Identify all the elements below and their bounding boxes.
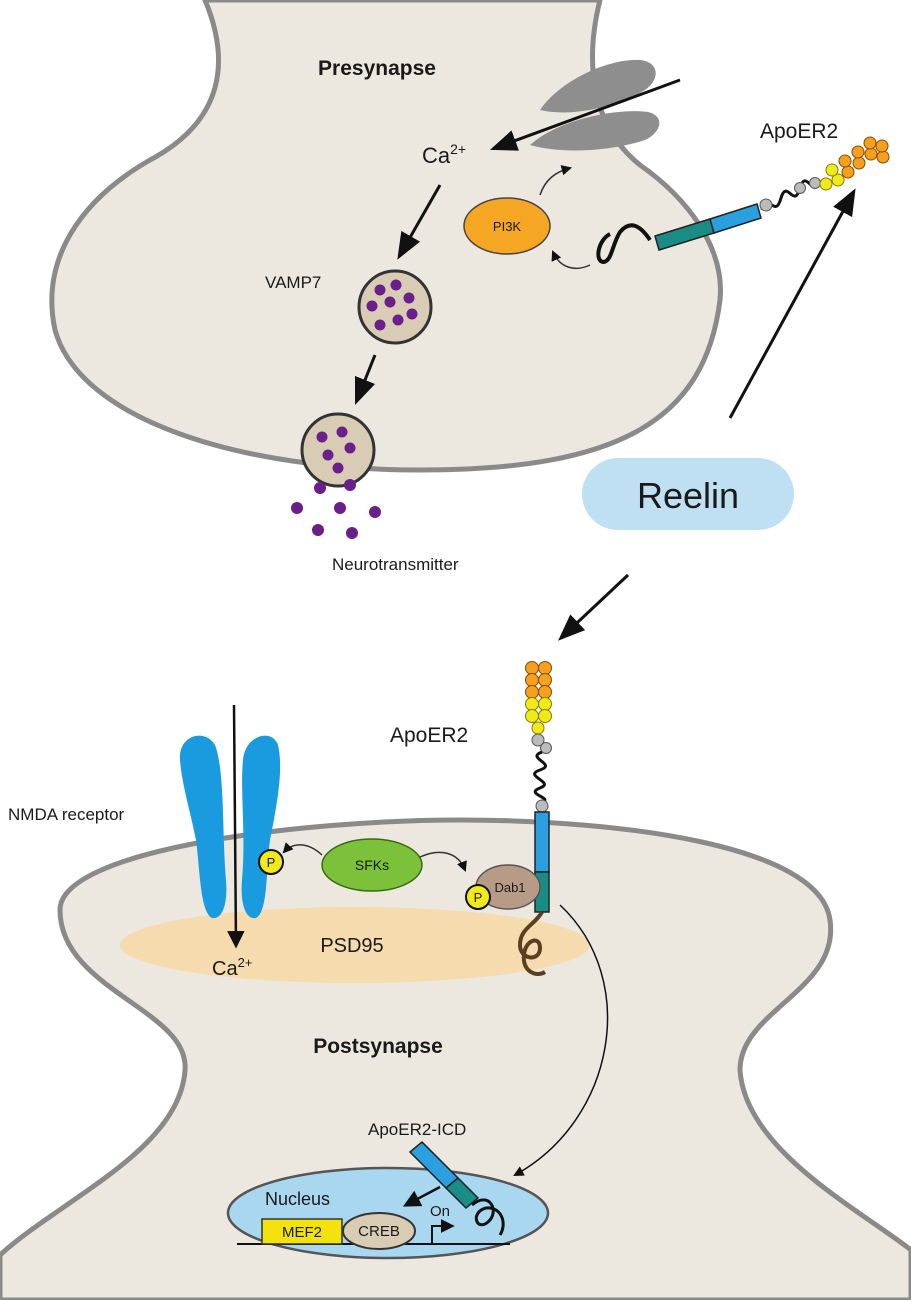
creb-label: CREB [358,1223,400,1240]
on-label: On [430,1203,450,1220]
neurotransmitter-dots [291,479,381,539]
sfks-node [321,838,423,892]
postsynapse-title: Postsynapse [313,1035,443,1058]
mef2-label: MEF2 [282,1224,322,1241]
arrow-reelin-to-presynaptic-apoer2 [728,188,856,419]
nucleus-label: Nucleus [265,1189,330,1209]
arrow-apoer2-to-pi3k [551,250,591,269]
mef2-node [261,1218,343,1245]
arrow-vesicle-to-release [354,354,377,406]
neurotransmitter-label: Neurotransmitter [332,555,459,574]
sfks-label: SFKs [355,857,389,873]
vesicle-fusing [300,412,376,488]
presynapse-title: Presynapse [318,57,436,80]
reelin-node [582,458,794,530]
promoter-arrow [431,1219,455,1244]
postsynapse-ca-label: Ca2+ [212,955,252,980]
arrow-icd-to-creb [402,1185,441,1207]
dab1-phospho [465,884,491,910]
apoer2-postsynaptic [517,661,552,976]
arrow-pi3k-to-channel [539,165,573,196]
vesicle-vamp7 [357,269,433,345]
dab1-label: Dab1 [494,880,525,895]
arrow-sfks-to-nmda [282,842,323,856]
pi3k-label: PI3K [493,219,522,234]
presynapse-ca-label: Ca2+ [422,141,466,168]
psd95-label: PSD95 [320,935,383,957]
nmda-phospho-label: P [267,855,276,870]
nmda-receptor-label: NMDA receptor [8,805,125,824]
psd95-density [120,907,590,983]
nmda-phospho [258,849,284,875]
nmda-receptor [179,704,281,949]
arrow-icd-to-nucleus [513,904,609,1177]
dab1-phospho-label: P [474,890,483,905]
calcium-channel [489,59,681,151]
apoer2-icd-label: ApoER2-ICD [368,1120,466,1139]
arrow-sfks-to-dab1 [419,851,467,872]
arrow-reelin-to-postsynaptic-apoer2 [558,573,630,641]
reelin-label: Reelin [637,475,739,516]
presynapse-cell [49,0,723,473]
pi3k-node [463,197,551,255]
apoer2-icd-fragment [408,1140,505,1236]
apoer2-presynaptic [596,136,890,265]
arrow-ca-to-vamp7 [397,184,442,260]
creb-node [342,1212,416,1250]
vamp7-label: VAMP7 [265,273,321,292]
apoer2-postsynaptic-label: ApoER2 [390,724,468,747]
apoer2-presynaptic-label: ApoER2 [760,120,838,143]
